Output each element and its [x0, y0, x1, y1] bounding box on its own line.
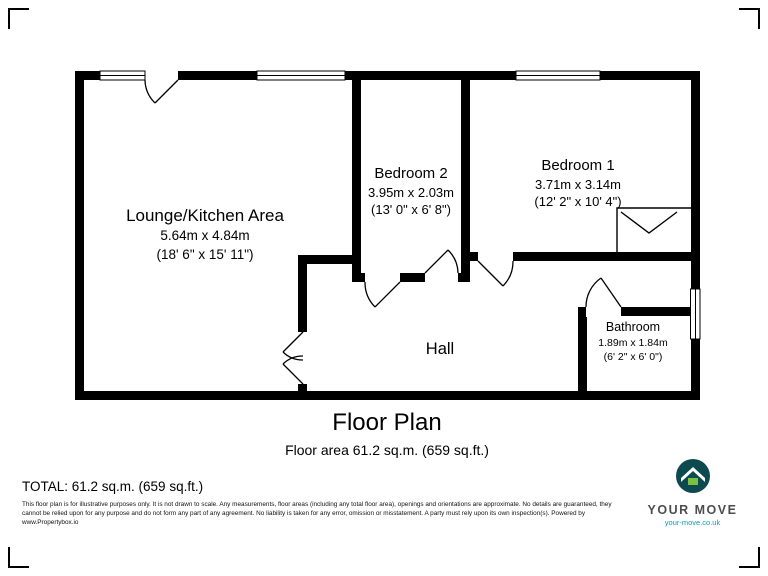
door-bedroom1 [477, 260, 514, 287]
room-bathroom-metric: 1.89m x 1.84m [598, 336, 668, 349]
page-title: Floor Plan [332, 409, 442, 436]
floor-area-subtitle: Floor area 61.2 sq.m. (659 sq.ft.) [285, 442, 489, 458]
your-move-logo-icon [675, 459, 710, 493]
room-lounge-name: Lounge/Kitchen Area [126, 206, 284, 225]
title-block: Floor Plan Floor area 61.2 sq.m. (659 sq… [137, 409, 637, 458]
room-bedroom2-name: Bedroom 2 [374, 165, 448, 182]
walls [75, 71, 700, 400]
total-area-text: TOTAL: 61.2 sq.m. (659 sq.ft.) [22, 479, 204, 494]
window-bathroom [690, 288, 701, 340]
door-lounge-entry [144, 79, 179, 104]
room-hall-name: Hall [425, 340, 455, 358]
wardrobe-bedroom1 [616, 207, 691, 252]
room-bathroom-name: Bathroom [605, 320, 661, 334]
room-bedroom2: Bedroom 2 3.95m x 2.03m (13' 0" x 6' 8") [352, 165, 470, 218]
room-bedroom1-metric: 3.71m x 3.14m [535, 176, 621, 192]
room-bedroom2-metric: 3.95m x 2.03m [368, 184, 454, 200]
crop-mark-top-left [8, 8, 29, 29]
window-lounge-left [99, 70, 146, 81]
brand-block: YOUR MOVE your-move.co.uk [645, 456, 740, 527]
brand-website: your-move.co.uk [664, 518, 721, 527]
room-hall: Hall [400, 339, 480, 360]
crop-mark-bottom-right [739, 547, 760, 568]
window-bedroom1 [515, 70, 601, 81]
room-lounge-imperial: (18' 6" x 15' 11") [156, 247, 254, 263]
doors [144, 79, 622, 385]
room-bedroom1-imperial: (12' 2" x 10' 4") [534, 194, 622, 209]
door-openings [145, 70, 621, 317]
door-lounge-hall-double [282, 331, 304, 385]
brand-name: YOUR MOVE [647, 503, 738, 517]
disclaimer-text: This floor plan is for illustrative purp… [22, 501, 612, 526]
window-lounge-wide [256, 70, 346, 81]
room-bedroom2-imperial: (13' 0" x 6' 8") [371, 202, 451, 217]
room-lounge-metric: 5.64m x 4.84m [160, 228, 250, 244]
door-bathroom [585, 277, 622, 308]
door-bedroom2 [424, 249, 459, 274]
room-lounge: Lounge/Kitchen Area 5.64m x 4.84m (18' 6… [85, 205, 325, 264]
room-bedroom1-name: Bedroom 1 [541, 157, 615, 174]
room-bathroom: Bathroom 1.89m x 1.84m (6' 2" x 6' 0") [583, 320, 683, 364]
door-hall-cupboard [364, 281, 401, 308]
room-bedroom1: Bedroom 1 3.71m x 3.14m (12' 2" x 10' 4"… [493, 157, 663, 210]
room-bathroom-imperial: (6' 2" x 6' 0") [603, 350, 663, 363]
windows [99, 70, 701, 340]
crop-mark-top-right [739, 8, 760, 29]
crop-mark-bottom-left [8, 547, 29, 568]
